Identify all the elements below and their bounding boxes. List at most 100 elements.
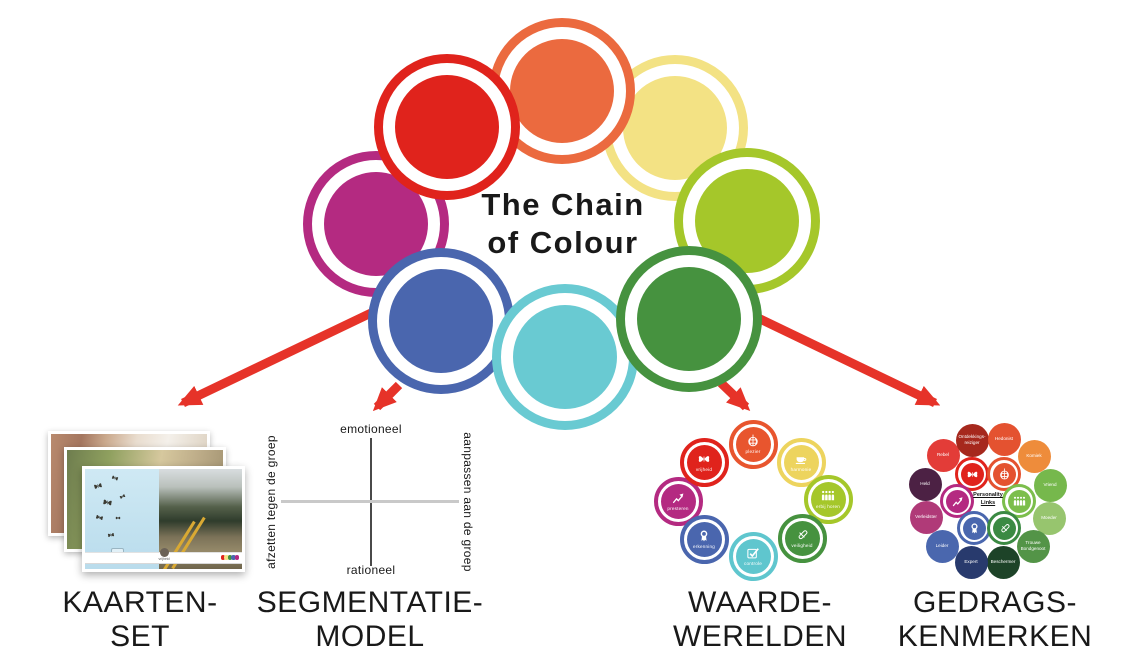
main-title: The Chain of Colour — [363, 186, 763, 262]
discoball-icon — [746, 434, 760, 448]
rising-arrow-icon — [951, 495, 964, 508]
trait-beschermer: Beschermer — [986, 545, 1020, 579]
chain-circle-red-fill — [395, 75, 499, 179]
logo-dot — [227, 555, 232, 560]
rosette-icon — [697, 529, 711, 543]
red-arrow-4 — [752, 311, 941, 408]
world-plezier-label: plezier — [745, 449, 761, 454]
trait-held-label: Held — [920, 481, 930, 487]
world-presteren: presteren — [660, 483, 696, 519]
section-label-gedragskenmerken: GEDRAGS- KENMERKEN — [835, 586, 1123, 654]
people-icon — [1013, 495, 1026, 508]
people-icon — [821, 489, 835, 503]
section-label-kaartenset: KAARTEN- SET — [0, 586, 300, 654]
link-people-icon — [1007, 489, 1031, 513]
world-erbij-horen: erbij horen — [810, 481, 846, 517]
butterfly-icon — [966, 468, 979, 481]
checkbox-icon — [746, 546, 760, 560]
link-butterfly-icon — [960, 462, 984, 486]
trait-ontdekkings-reiziger-label: Ontdekkings- — [958, 434, 986, 440]
trait-rebel: Rebel — [926, 438, 960, 472]
world-presteren-label: presteren — [667, 506, 689, 511]
logo-dot — [220, 555, 225, 560]
world-controle-label: controle — [744, 561, 762, 566]
label-line: KAARTEN- — [62, 586, 218, 619]
world-plezier: plezier — [735, 426, 771, 462]
butterfly-icon — [94, 512, 105, 523]
red-arrow-3 — [717, 379, 751, 412]
trait-leider: Leider — [925, 529, 959, 563]
personality-links-line1: Personality — [973, 492, 1003, 498]
chain-circle-orange-fill — [510, 39, 614, 143]
label-line: GEDRAGS- — [912, 586, 1078, 619]
trait-ontdekkings-reiziger-label: reiziger — [964, 440, 980, 445]
world-veiligheid-label: veiligheid — [791, 543, 813, 548]
label-line: MODEL — [315, 620, 425, 653]
red-arrow-1 — [177, 308, 373, 408]
safety-pin-icon — [795, 528, 809, 542]
label-line: SET — [110, 620, 170, 653]
badge-text: vrijheid — [158, 557, 170, 561]
world-erbij-horen-label: erbij horen — [816, 504, 840, 509]
logo-dot — [231, 555, 236, 560]
chain-circle-green-fill — [637, 267, 741, 371]
butterfly-icon — [115, 515, 121, 521]
trait-held: Held — [908, 467, 942, 501]
trait-beschermer-label: Beschermer — [990, 559, 1016, 565]
axis-label-rationeel: rationeel — [346, 563, 396, 577]
teacup-icon — [794, 452, 808, 466]
photo-card-front: vrijheid — [82, 466, 245, 572]
butterfly-icon — [101, 496, 114, 509]
butterfly-icon — [92, 480, 104, 492]
card-badge: vrijheid — [154, 548, 174, 561]
link-discoball-icon — [992, 462, 1016, 486]
trait-verleidster: Verleidster — [909, 500, 943, 534]
colour-wheel-logo — [220, 555, 239, 560]
badge-icon — [159, 548, 169, 557]
rising-arrow-icon — [671, 491, 685, 505]
world-vrijheid: vrijheid — [686, 444, 722, 480]
link-safety-pin-icon — [992, 516, 1016, 540]
label-line: KENMERKEN — [897, 620, 1093, 653]
trait-rebel-label: Rebel — [936, 452, 949, 458]
logo-dot — [224, 555, 229, 560]
trait-vriend: Vriend — [1033, 468, 1067, 502]
trait-komiek: Komiek — [1017, 439, 1051, 473]
label-line: WAARDE- — [687, 586, 833, 619]
trait-ontdekkings-reiziger: Ontdekkings-reiziger — [955, 423, 989, 457]
link-rising-arrow-icon — [945, 489, 969, 513]
trait-hedonist: Hedonist — [987, 422, 1021, 456]
trait-expert: Expert — [954, 545, 988, 579]
trait-trouwe-bondgenoot-label: Trouwe — [1025, 540, 1041, 546]
section-label-waardewerelden: WAARDE- WERELDEN — [600, 586, 920, 654]
trait-hedonist-label: Hedonist — [994, 436, 1014, 442]
butterfly-icon — [697, 452, 711, 466]
world-veiligheid: veiligheid — [784, 520, 820, 556]
axis-label-emotioneel: emotioneel — [340, 422, 402, 436]
main-title-line2: of Colour — [487, 225, 639, 260]
discoball-icon — [998, 468, 1011, 481]
world-erkenning: erkenning — [686, 521, 722, 557]
link-rosette-icon — [962, 516, 986, 540]
trait-vriend-label: Vriend — [1043, 482, 1057, 488]
butterfly-icon — [110, 473, 120, 483]
chain-circle-teal-fill — [513, 305, 617, 409]
label-line: SEGMENTATIE- — [256, 586, 484, 619]
logo-dot — [234, 555, 239, 560]
kaarten-set-graphic: vrijheid — [46, 428, 256, 578]
world-vrijheid-label: vrijheid — [695, 467, 713, 472]
label-line: WERELDEN — [672, 620, 848, 653]
butterfly-icon — [106, 530, 115, 539]
world-erkenning-label: erkenning — [693, 544, 715, 549]
trait-moeder-label: Moeder — [1041, 515, 1057, 521]
trait-expert-label: Expert — [964, 559, 978, 565]
world-harmonie-label: harmonie — [790, 467, 812, 472]
trait-moeder: Moeder — [1032, 501, 1066, 535]
rosette-icon — [968, 522, 981, 535]
card-banner: vrijheid — [85, 548, 242, 564]
